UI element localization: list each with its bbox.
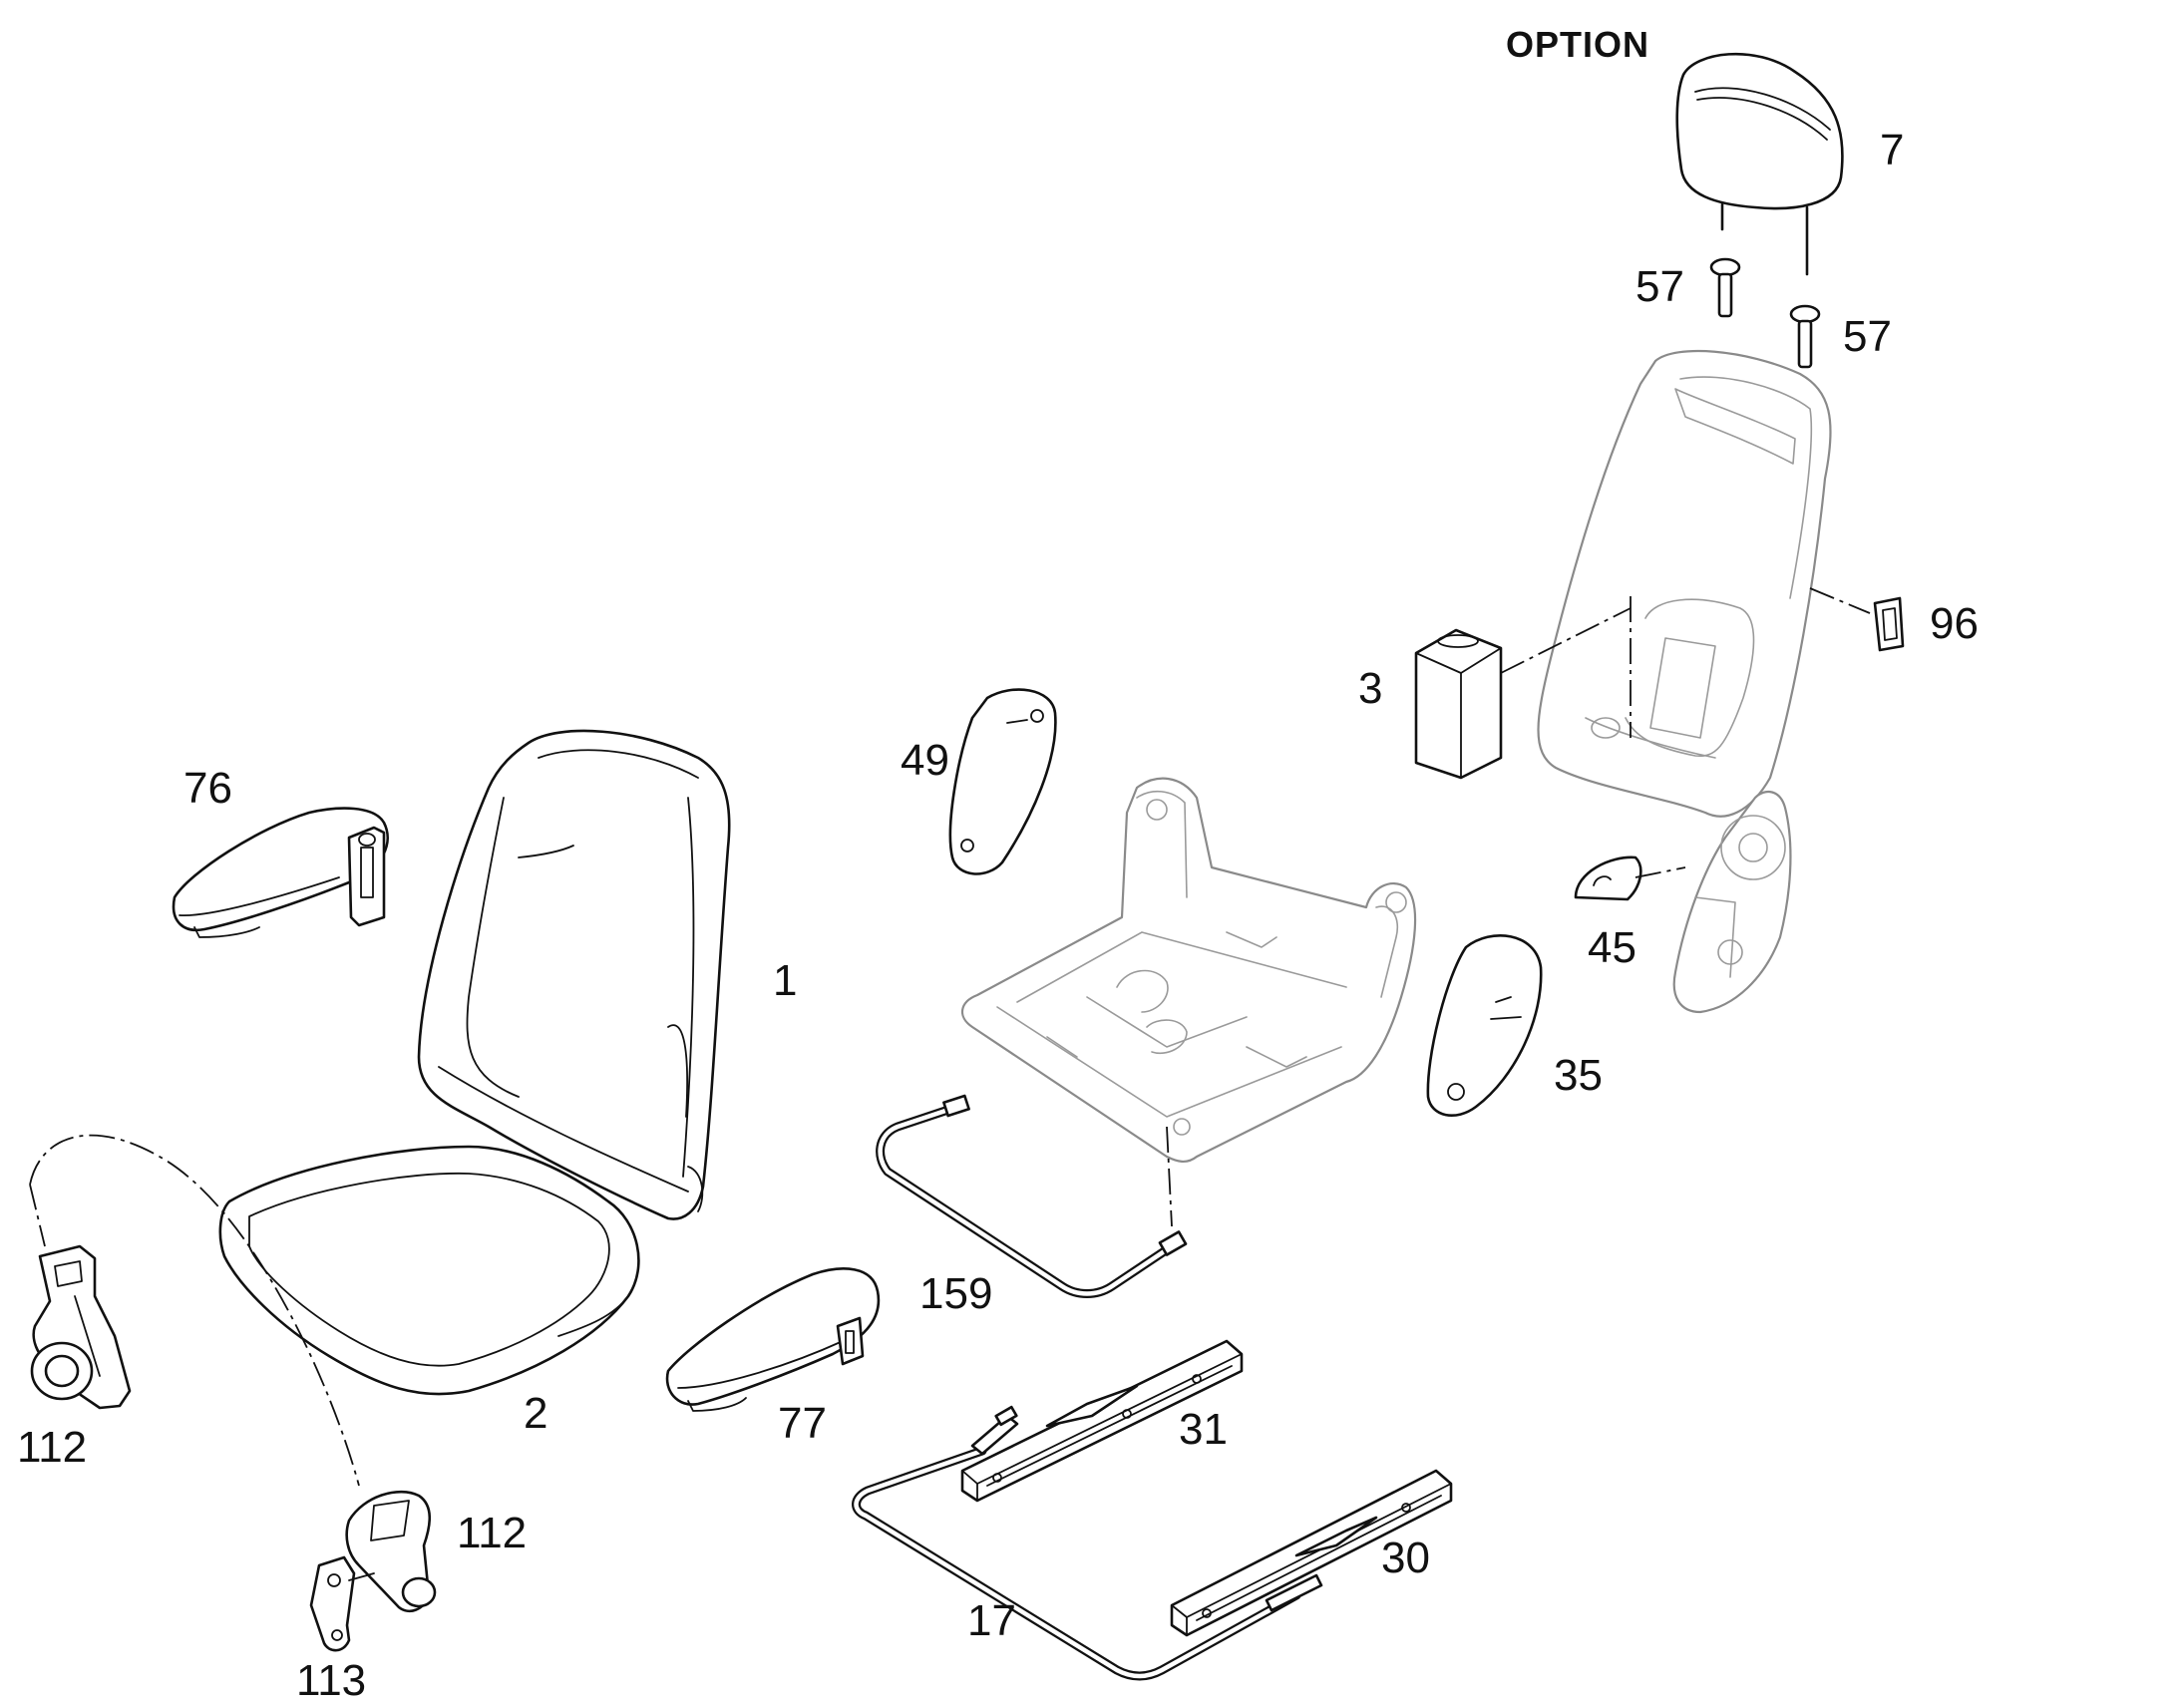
seat-frame-icon	[961, 777, 1417, 1163]
callout-lever: 45	[1588, 923, 1636, 972]
leader-clip	[1809, 587, 1871, 614]
recliner-plate-icon	[1672, 790, 1792, 1014]
backrest-cushion-icon	[417, 729, 731, 1220]
headrest-icon	[1675, 52, 1844, 276]
rail-link-icon	[852, 1446, 1301, 1681]
armrest-left-icon	[172, 807, 389, 938]
leader-lumbar	[1500, 607, 1632, 674]
callout-rail-left: 31	[1179, 1405, 1228, 1454]
seat-cushion-icon	[218, 1145, 640, 1396]
seat-link-icon	[876, 1094, 1188, 1298]
callout-seat-link: 159	[919, 1269, 992, 1318]
callout-backrest-cushion: 1	[773, 956, 797, 1005]
callout-lumbar: 3	[1358, 664, 1382, 713]
backrest-frame-icon	[1537, 349, 1832, 818]
option-label: OPTION	[1506, 24, 1649, 65]
side-trim-left-icon	[948, 688, 1057, 875]
callout-belt-retractor: 112	[17, 1423, 87, 1472]
leader-lever	[1635, 866, 1686, 878]
callout-clip: 96	[1930, 599, 1979, 648]
callout-belt-buckle: 112	[457, 1509, 527, 1557]
callout-guide-right: 57	[1843, 312, 1892, 361]
callout-seat-cushion: 2	[524, 1389, 547, 1438]
leader-seat-link	[1166, 1126, 1173, 1227]
callout-armrest-left: 76	[183, 764, 232, 813]
callout-armrest-right: 77	[778, 1399, 827, 1448]
lever-handle-icon	[1574, 855, 1642, 901]
clip-icon	[1873, 596, 1905, 652]
callout-guide-left: 57	[1635, 262, 1684, 311]
callout-headrest: 7	[1880, 126, 1904, 174]
headrest-guide-left-icon	[1709, 257, 1741, 318]
callout-rail-link: 17	[967, 1596, 1016, 1645]
lumbar-block-icon	[1414, 628, 1503, 780]
callout-side-trim-right: 35	[1554, 1051, 1603, 1100]
leader-seat-belt-top	[29, 1184, 46, 1247]
seat-rail-left-icon	[960, 1339, 1244, 1503]
armrest-right-icon	[665, 1267, 881, 1412]
side-trim-right-icon	[1426, 934, 1543, 1117]
callout-side-trim-left: 49	[901, 736, 949, 785]
callout-buckle-bracket: 113	[296, 1656, 366, 1705]
leader-seat-belt	[29, 1134, 360, 1487]
seat-belt-retractor-icon	[30, 1244, 132, 1410]
buckle-bracket-icon	[309, 1555, 375, 1652]
callout-rail-right: 30	[1381, 1534, 1430, 1582]
seat-rail-right-icon	[1170, 1469, 1453, 1637]
seat-belt-buckle-icon	[345, 1490, 437, 1612]
headrest-guide-right-icon	[1789, 304, 1821, 369]
